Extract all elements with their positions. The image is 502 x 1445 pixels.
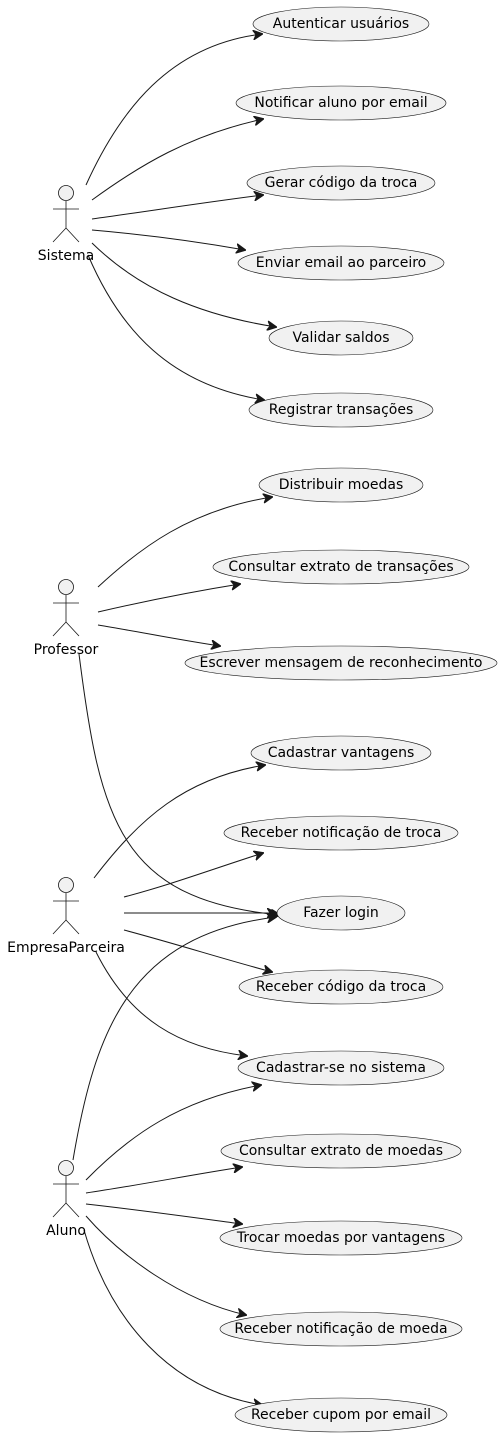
use-case-ellipse: [223, 815, 459, 851]
use-case-label: Consultar extrato de transações: [228, 559, 453, 575]
association-professor-to-fazer-login: [78, 653, 280, 915]
actor-professor: Professor: [34, 579, 99, 658]
use-case-receber-cupom: Receber cupom por email: [234, 1397, 448, 1433]
use-case-ellipse: [220, 1133, 462, 1169]
use-case-label: Trocar moedas por vantagens: [236, 1230, 445, 1246]
association-sistema-to-autenticar: [85, 34, 262, 186]
use-case-ellipse: [276, 895, 406, 931]
use-case-ellipse: [219, 1311, 463, 1347]
association-empresa-to-receber-notificacao-troca: [123, 853, 263, 898]
use-case-cadastrar-se: Cadastrar-se no sistema: [237, 1050, 445, 1086]
use-case-label: Cadastrar-se no sistema: [256, 1060, 426, 1076]
use-case-escrever-mensagem: Escrever mensagem de reconhecimento: [184, 645, 498, 681]
actor-aluno: Aluno: [46, 1160, 86, 1239]
use-case-label: Autenticar usuários: [273, 16, 409, 32]
use-case-label: Registrar transações: [269, 402, 414, 418]
use-case-notificar-aluno: Notificar aluno por email: [235, 85, 447, 121]
association-aluno-to-receber-notificacao-moeda: [85, 1215, 246, 1315]
associations: [72, 34, 280, 1405]
stick-figure-icon: [52, 1160, 80, 1218]
use-case-ellipse: [212, 549, 470, 585]
use-case-label: Distribuir moedas: [279, 477, 404, 493]
association-aluno-to-trocar-moedas: [85, 1203, 242, 1224]
use-case-consultar-extrato-moedas: Consultar extrato de moedas: [220, 1133, 462, 1169]
stick-figure-icon: [52, 579, 80, 637]
association-empresa-to-cadastrar-vantagens: [93, 765, 265, 879]
use-case-receber-codigo-troca: Receber código da troca: [238, 969, 444, 1005]
actor-label: Professor: [34, 642, 99, 658]
use-case-ellipse: [238, 969, 444, 1005]
use-case-label: Enviar email ao parceiro: [256, 255, 426, 271]
use-case-ellipse: [235, 85, 447, 121]
use-case-label: Receber notificação de troca: [241, 825, 442, 841]
association-professor-to-consultar-extrato-transacoes: [97, 584, 240, 613]
association-empresa-to-cadastrar-se: [95, 951, 247, 1056]
use-case-label: Validar saldos: [292, 330, 389, 346]
use-case-label: Notificar aluno por email: [254, 95, 427, 111]
use-case-ellipse: [250, 735, 432, 771]
actor-empresa: EmpresaParceira: [7, 877, 125, 956]
use-case-distribuir-moedas: Distribuir moedas: [258, 467, 424, 503]
use-case-ellipse: [268, 320, 414, 356]
association-aluno-to-fazer-login: [72, 917, 276, 1161]
use-case-enviar-email: Enviar email ao parceiro: [237, 245, 445, 281]
association-sistema-to-notificar-aluno: [91, 119, 263, 201]
association-empresa-to-receber-codigo-troca: [123, 929, 272, 972]
use-case-receber-notificacao-troca: Receber notificação de troca: [223, 815, 459, 851]
use-case-ellipse: [184, 645, 498, 681]
use-case-validar-saldos: Validar saldos: [268, 320, 414, 356]
actor-sistema: Sistema: [38, 185, 94, 264]
association-aluno-to-receber-cupom: [83, 1229, 262, 1405]
stick-figure-icon: [52, 877, 80, 935]
association-sistema-to-validar-saldos: [91, 242, 276, 327]
use-case-ellipse: [219, 1220, 463, 1256]
use-case-autenticar: Autenticar usuários: [252, 6, 430, 42]
association-aluno-to-cadastrar-se: [85, 1085, 261, 1181]
use-case-cadastrar-vantagens: Cadastrar vantagens: [250, 735, 432, 771]
use-case-consultar-extrato-transacoes: Consultar extrato de transações: [212, 549, 470, 585]
use-case-ellipse: [237, 1050, 445, 1086]
use-case-ellipse: [246, 165, 436, 201]
association-professor-to-escrever-mensagem: [97, 624, 220, 646]
use-case-label: Fazer login: [303, 905, 379, 921]
stick-figure-icon: [52, 185, 80, 243]
use-case-ellipse: [237, 245, 445, 281]
use-case-label: Receber código da troca: [256, 979, 426, 995]
use-case-label: Receber notificação de moeda: [234, 1321, 447, 1337]
use-case-label: Cadastrar vantagens: [268, 745, 415, 761]
use-case-registrar-transacoes: Registrar transações: [248, 392, 434, 428]
use-case-label: Receber cupom por email: [251, 1407, 431, 1423]
use-case-label: Escrever mensagem de reconhecimento: [200, 655, 483, 671]
association-sistema-to-enviar-email: [91, 229, 245, 250]
actor-label: Sistema: [38, 248, 94, 264]
use-case-ellipse: [252, 6, 430, 42]
use-case-ellipse: [248, 392, 434, 428]
actor-label: Aluno: [46, 1223, 86, 1239]
association-sistema-to-registrar-transacoes: [87, 254, 264, 400]
use-case-ellipse: [234, 1397, 448, 1433]
association-sistema-to-gerar-codigo: [91, 195, 263, 220]
association-aluno-to-consultar-extrato-moedas: [85, 1167, 242, 1194]
use-case-receber-notificacao-moeda: Receber notificação de moeda: [219, 1311, 463, 1347]
use-case-label: Consultar extrato de moedas: [239, 1143, 443, 1159]
use-case-gerar-codigo: Gerar código da troca: [246, 165, 436, 201]
association-professor-to-distribuir-moedas: [97, 497, 272, 588]
actor-label: EmpresaParceira: [7, 940, 125, 956]
use-case-trocar-moedas: Trocar moedas por vantagens: [219, 1220, 463, 1256]
use-case-fazer-login: Fazer login: [276, 895, 406, 931]
use-case-ellipse: [258, 467, 424, 503]
use-case-label: Gerar código da troca: [265, 175, 418, 191]
